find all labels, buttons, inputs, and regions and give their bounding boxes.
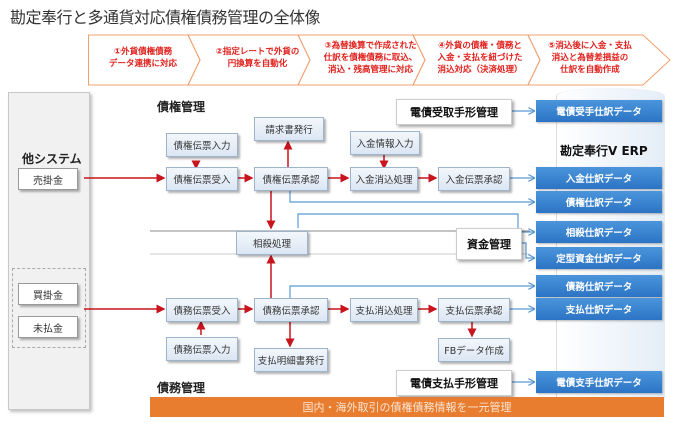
invoice-issue-box: 請求書発行 <box>254 117 324 141</box>
offset-process-box: 相殺処理 <box>236 231 308 255</box>
receivable-receive-box: 債権伝票受入 <box>166 167 238 191</box>
fb-data-box: FBデータ作成 <box>438 338 510 362</box>
link-offset-journal <box>297 213 534 232</box>
receivables-section-label: 債権管理 <box>157 100 206 114</box>
ebill-payable-mgmt-box: 電債支払手形管理 <box>396 370 512 396</box>
payment-info-input-box: 入金情報入力 <box>350 131 420 155</box>
accounts-payable-box: 買掛金 <box>18 283 78 305</box>
erp-bar-receivable: 債権仕訳データ <box>536 191 662 213</box>
payable-input-box: 債務伝票入力 <box>166 337 238 361</box>
step-5-text: ⑤消込後に入金・支払消込と為替差損益の仕訳を自動作成 <box>548 41 632 75</box>
payable-approve-box: 債務伝票承認 <box>254 298 328 322</box>
ebill-receivable-mgmt-box: 電債受取手形管理 <box>396 99 512 125</box>
link-funds-journal <box>520 242 534 258</box>
payment-statement-box: 支払明細書発行 <box>254 348 328 372</box>
accounts-receivable-box: 売掛金 <box>18 168 78 190</box>
step-1-text: ①外貨債権債務データ連携に対応 <box>108 47 177 69</box>
payment-matching-box: 入金消込処理 <box>350 167 418 191</box>
footer-banner: 国内・海外取引の債権債務情報を一元管理 <box>150 397 664 417</box>
erp-bar-pay: 支払仕訳データ <box>536 298 662 320</box>
link-payable-journal <box>289 286 534 299</box>
other-system-label: 他システム <box>22 152 82 166</box>
payable-receive-box: 債務伝票受入 <box>166 298 238 322</box>
erp-bar-payment: 入金仕訳データ <box>536 167 662 189</box>
receivable-input-box: 債権伝票入力 <box>166 133 238 157</box>
step-2-text: ②指定レートで外貨の円換算を自動化 <box>215 47 300 69</box>
payables-section-label: 債務管理 <box>157 381 206 395</box>
diagram-title: 勘定奉行と多通貨対応債権債務管理の全体像 <box>10 8 321 27</box>
funds-mgmt-box: 資金管理 <box>456 228 522 260</box>
erp-bar-payable: 債務仕訳データ <box>536 275 662 297</box>
erp-bar-funds: 定型資金仕訳データ <box>536 247 662 269</box>
receivable-approve-box: 債権伝票承認 <box>254 167 328 191</box>
link-receivable-journal <box>289 190 534 202</box>
step-4-text: ④外貨の債権・債務と入金・支払を紐づけた消込対応（決済処理） <box>437 41 523 75</box>
pay-matching-box: 支払消込処理 <box>350 298 418 322</box>
payment-approve-box: 入金伝票承認 <box>438 167 510 191</box>
pay-approve-box: 支払伝票承認 <box>438 298 510 322</box>
erp-bar-offset: 相殺仕訳データ <box>536 221 662 243</box>
step-chevrons <box>88 34 671 86</box>
chevron-5 <box>527 34 671 86</box>
other-system-panel <box>8 92 90 410</box>
accrued-payable-box: 未払金 <box>18 316 78 338</box>
erp-bar-ebill-receivable: 電債受手仕訳データ <box>536 100 662 122</box>
erp-label: 勘定奉行V ERP <box>560 144 648 158</box>
erp-bar-ebill-payable: 電債支手仕訳データ <box>536 371 662 393</box>
payables-group <box>12 268 86 348</box>
step-3-text: ③為替換算で作成された仕訳を債権債務に取込、消込・残高管理に対応 <box>323 41 418 75</box>
